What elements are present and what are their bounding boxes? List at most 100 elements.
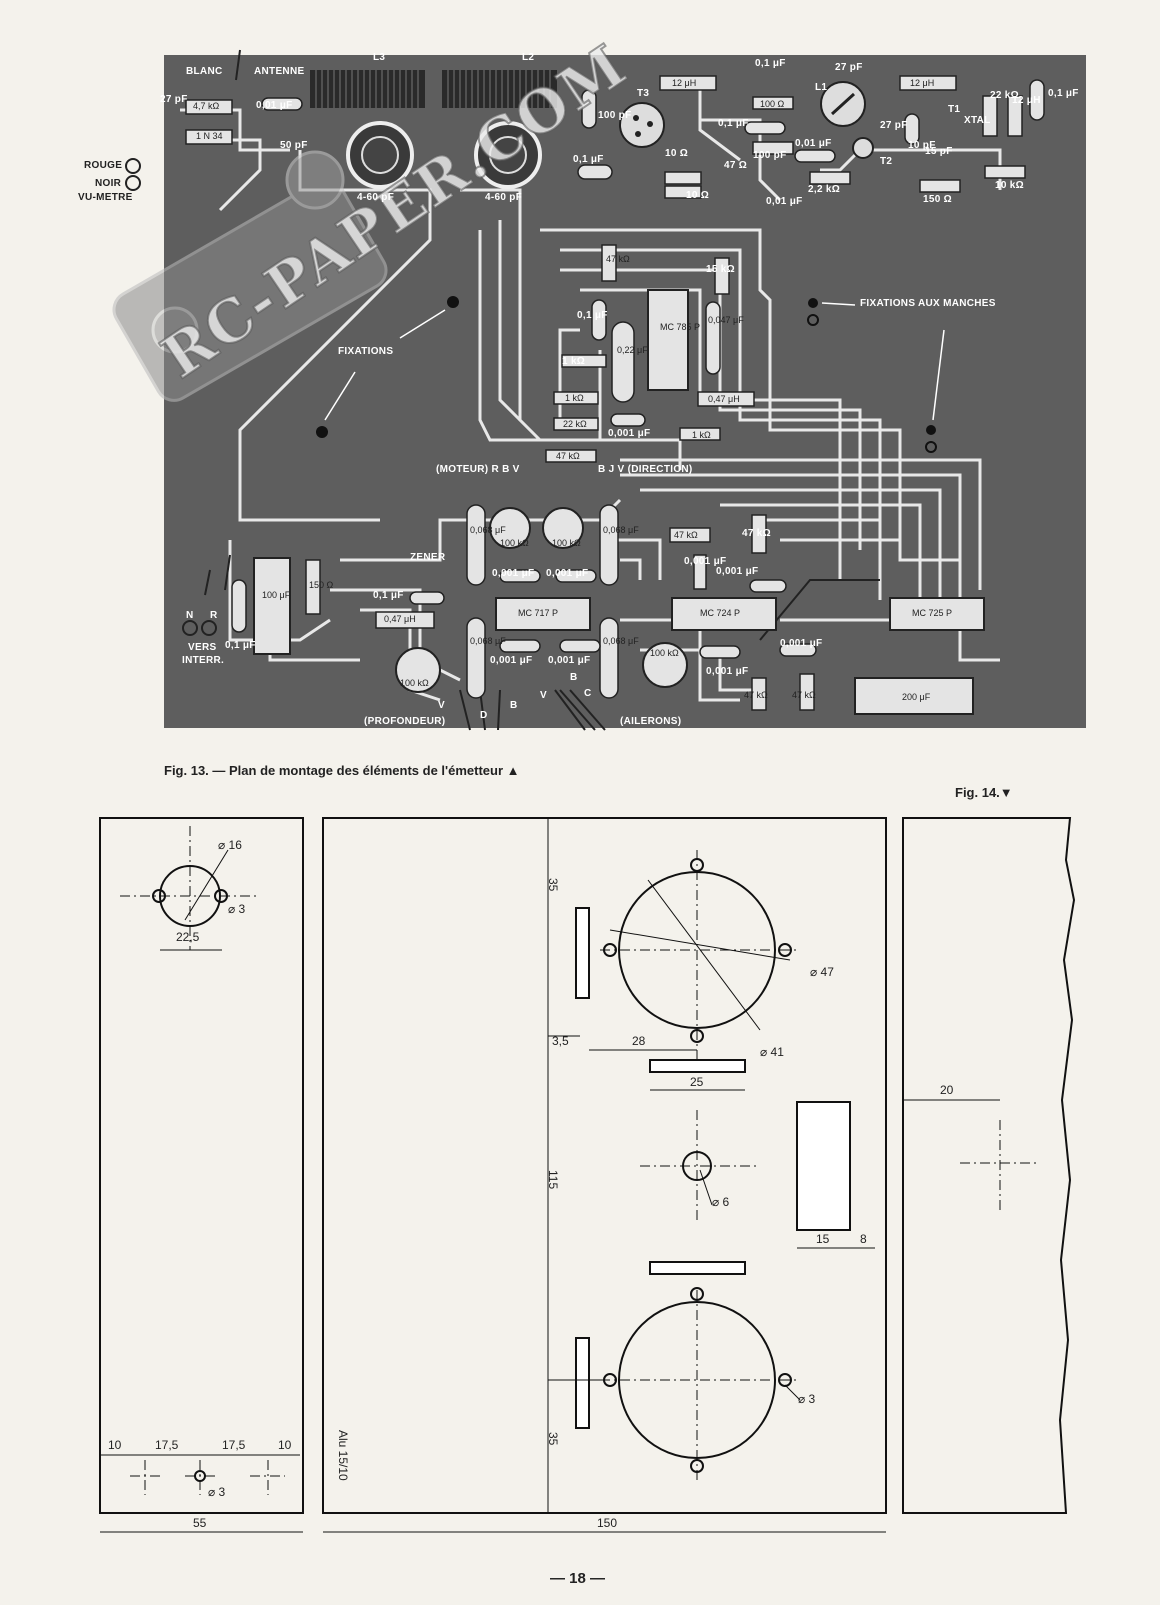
value-12uh-b: 12 μH <box>910 78 935 88</box>
value-01uf-f: 0,1 μF <box>373 590 404 601</box>
wire-v2: V <box>540 690 547 701</box>
value-100pf-a: 100 pF <box>598 110 632 121</box>
value-1k-b: 1 kΩ <box>565 393 584 403</box>
value-01uf-e: 0,1 μF <box>577 310 608 321</box>
value-1n34: 1 N 34 <box>196 131 223 141</box>
value-22k: 22 kΩ <box>990 90 1019 101</box>
value-100k-b: 100 kΩ <box>552 538 581 548</box>
value-0001uf-a: 0,001 μF <box>608 428 651 439</box>
value-47k-c: 47 kΩ <box>556 451 580 461</box>
value-01uf-b: 0,1 μF <box>755 58 786 69</box>
value-4k7: 4,7 kΩ <box>193 101 220 111</box>
value-mc724p: MC 724 P <box>700 608 741 618</box>
value-100pf-b: 100 pF <box>753 150 787 161</box>
value-0068uf-b: 0,068 μF <box>603 525 639 535</box>
dim-d3-left: ⌀ 3 <box>228 902 246 916</box>
value-0001uf-b: 0,001 μF <box>492 568 535 579</box>
value-mc725p: MC 725 P <box>912 608 953 618</box>
dim-d6: ⌀ 6 <box>712 1195 730 1209</box>
label-l3: L3 <box>373 52 386 63</box>
value-01uf-g: 0,1 μF <box>225 640 256 651</box>
label-n: N <box>186 610 194 621</box>
value-1k-c: 1 kΩ <box>692 430 711 440</box>
value-27pf-a: 27 pF <box>160 94 188 105</box>
value-001uf-b: 0,01 μF <box>795 138 832 149</box>
value-001uf-ant: 0,01 μF <box>256 100 293 111</box>
value-0001uf-h: 0,001 μF <box>780 638 823 649</box>
value-100k-d: 100 kΩ <box>650 648 679 658</box>
value-047uh-b: 0,47 μH <box>384 614 416 624</box>
value-27pf-c: 27 pF <box>880 120 908 131</box>
dim-25: 25 <box>690 1075 704 1089</box>
value-0047uf: 0,047 μF <box>708 315 744 325</box>
value-mc717p: MC 717 P <box>518 608 559 618</box>
dim-150: 150 <box>597 1516 618 1530</box>
fig14-slots <box>575 907 851 1429</box>
label-ailerons: (AILERONS) <box>620 716 682 727</box>
value-0001uf-c: 0,001 μF <box>546 568 589 579</box>
value-10k: 10 kΩ <box>995 180 1024 191</box>
coil-l1 <box>820 81 866 127</box>
black-jumper-wires <box>204 49 880 731</box>
label-direction: B J V (DIRECTION) <box>598 464 693 475</box>
value-50pf: 50 pF <box>280 140 308 151</box>
wire-b1: B <box>510 700 518 711</box>
value-47k-d: 47 kΩ <box>674 530 698 540</box>
wire-d: D <box>480 710 488 721</box>
value-47k-f: 47 kΩ <box>744 690 768 700</box>
value-150ohm-b: 150 Ω <box>309 580 334 590</box>
label-l1: L1 <box>815 82 828 93</box>
fig13-caption: Fig. 13. — Plan de montage des éléments … <box>164 763 520 778</box>
fig14-holes <box>152 858 792 1482</box>
label-vumetre: VU-METRE <box>78 192 133 203</box>
value-47ohm: 47 Ω <box>724 160 748 171</box>
label-interr: INTERR. <box>182 655 225 666</box>
label-t1: T1 <box>948 104 961 115</box>
wire-c: C <box>584 688 592 699</box>
value-mc785p: MC 785 P <box>660 322 701 332</box>
trimmer-capacitor-left <box>346 121 414 189</box>
value-0001uf-i: 0,001 μF <box>706 666 749 677</box>
value-10ohm-a: 10 Ω <box>665 148 689 159</box>
dim-22-5: 22,5 <box>176 930 200 944</box>
dim-10-b: 10 <box>278 1438 292 1452</box>
value-200uf: 200 μF <box>902 692 931 702</box>
value-10pf: 10 pF <box>908 140 936 151</box>
value-1k-a: 1 kΩ <box>562 356 586 367</box>
dim-d41: ⌀ 41 <box>760 1045 784 1059</box>
value-001uf-c: 0,01 μF <box>766 196 803 207</box>
dim-d47: ⌀ 47 <box>810 965 834 979</box>
dim-17-5-b: 17,5 <box>222 1438 246 1452</box>
value-100uf: 100 μF <box>262 590 291 600</box>
label-t2: T2 <box>880 156 893 167</box>
fig14-caption: Fig. 14.▼ <box>955 785 1013 800</box>
label-profondeur: (PROFONDEUR) <box>364 716 446 727</box>
page-number: — 18 — <box>550 1570 606 1587</box>
dim-17-5-a: 17,5 <box>155 1438 179 1452</box>
label-fixations-manches: FIXATIONS AUX MANCHES <box>860 298 996 309</box>
label-noir: NOIR <box>95 178 122 189</box>
fig14-centerlines <box>120 826 1040 1495</box>
fixation-holes <box>316 296 937 453</box>
dim-d3-bottom: ⌀ 3 <box>208 1485 226 1499</box>
dim-28: 28 <box>632 1034 646 1048</box>
label-rouge: ROUGE <box>84 160 123 171</box>
value-47k-e: 47 kΩ <box>742 528 771 539</box>
value-047uh: 0,47 μH <box>708 394 740 404</box>
label-blanc: BLANC <box>186 66 223 77</box>
dim-35-bottom: 35 <box>546 1432 560 1446</box>
potentiometers <box>395 507 688 693</box>
label-fixations: FIXATIONS <box>338 346 394 357</box>
label-antenne: ANTENNE <box>254 66 305 77</box>
dim-d3-center: ⌀ 3 <box>798 1392 816 1406</box>
value-12uh-a: 12 μH <box>672 78 697 88</box>
dim-55: 55 <box>193 1516 207 1530</box>
value-12uh-c: 12 μH <box>1012 95 1041 106</box>
electrolytic-capacitors <box>253 557 974 715</box>
dim-15: 15 <box>816 1232 830 1246</box>
label-alu: Alu 15/10 <box>336 1430 350 1481</box>
value-460pf-b: 4-60 pF <box>485 192 523 203</box>
trimmer-capacitor-right <box>474 121 542 189</box>
fig14-dimension-lines <box>100 818 1000 1533</box>
